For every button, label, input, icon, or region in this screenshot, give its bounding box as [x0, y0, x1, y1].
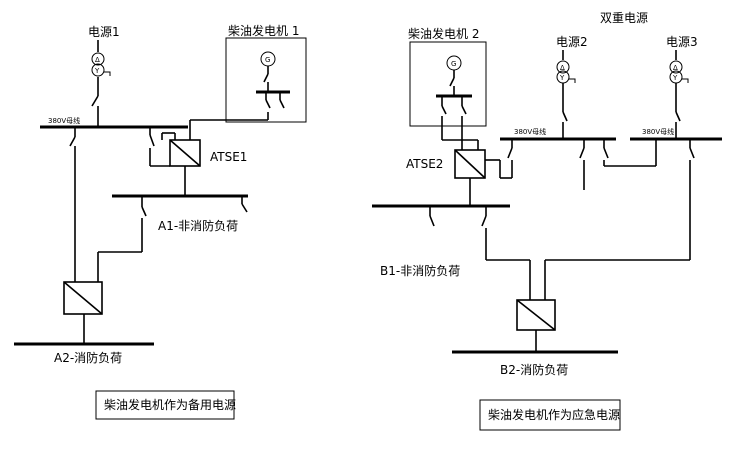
transformer-icon: Δ Y — [669, 60, 689, 84]
svg-text:G: G — [451, 60, 456, 68]
atse1-box — [169, 139, 201, 167]
genset2-label: 柴油发电机 2 — [408, 26, 479, 41]
svg-text:G: G — [265, 56, 270, 64]
generator-icon: G — [446, 55, 462, 71]
atse2-label: ATSE2 — [406, 157, 443, 171]
generator-icon: G — [260, 51, 276, 67]
left-caption-frame — [95, 390, 235, 420]
bus-voltage-label-a: 380V母线 — [514, 127, 546, 136]
svg-text:Δ: Δ — [560, 64, 565, 72]
transformer-icon: Δ Y — [91, 52, 111, 77]
genset1-label: 柴油发电机 1 — [228, 23, 299, 38]
a2-load-label: A2-消防负荷 — [54, 350, 122, 365]
atse1-label: ATSE1 — [210, 150, 247, 164]
svg-text:Y: Y — [672, 74, 678, 82]
right-caption: 柴油发电机作为应急电源 — [488, 407, 620, 422]
source1-label: 电源1 — [88, 25, 120, 39]
breaker-switch — [91, 95, 99, 107]
right-caption-frame — [479, 399, 621, 431]
svg-text:Δ: Δ — [95, 56, 100, 64]
svg-text:Y: Y — [559, 74, 565, 82]
b1-load-label: B1-非消防负荷 — [380, 263, 460, 278]
genset2-enclosure — [409, 41, 487, 127]
genset1-enclosure — [225, 37, 307, 123]
b2-load-label: B2-消防负荷 — [500, 362, 568, 377]
bus-voltage-label-b: 380V母线 — [642, 127, 674, 136]
b2-atse-box — [516, 299, 556, 331]
dual-source-label: 双重电源 — [600, 11, 648, 25]
svg-text:Δ: Δ — [673, 64, 678, 72]
transformer-icon: Δ Y — [556, 60, 576, 84]
left-caption: 柴油发电机作为备用电源 — [104, 397, 236, 412]
atse2-box — [454, 149, 486, 179]
source3-label: 电源3 — [666, 35, 698, 49]
bus-voltage-label: 380V母线 — [48, 116, 80, 125]
svg-text:Y: Y — [94, 67, 100, 75]
a1-load-label: A1-非消防负荷 — [158, 218, 238, 233]
a2-atse-box — [63, 281, 103, 315]
source2-label: 电源2 — [556, 35, 588, 49]
